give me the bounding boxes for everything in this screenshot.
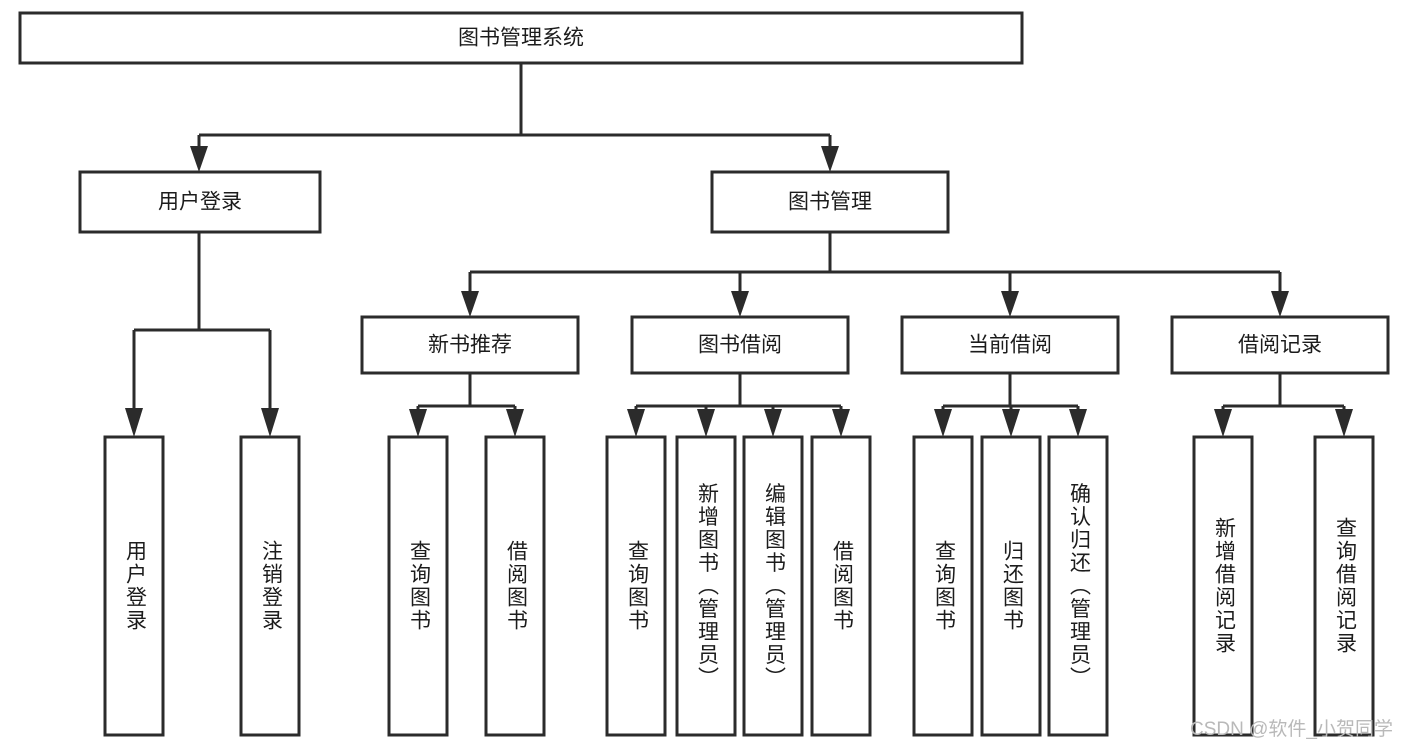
node-book-management-box xyxy=(710,170,950,234)
node-borrow-record[interactable]: 借阅记录 xyxy=(1170,315,1390,375)
leaf-current-borrow-0[interactable]: 查询图书 xyxy=(912,435,974,737)
connector-group-new-book xyxy=(409,373,524,437)
node-new-book-recommend-label: 新书推荐 xyxy=(428,334,512,357)
arrow-book-mgmt-to-new-book xyxy=(461,291,479,317)
arrow-borrow-record-leaf-0 xyxy=(1214,409,1232,437)
leaf-new-book-1[interactable]: 借阅图书 xyxy=(484,435,546,737)
node-new-book-recommend[interactable]: 新书推荐 xyxy=(360,315,580,375)
arrow-book-borrow-leaf-1 xyxy=(697,409,715,437)
arrow-user-login-leaf-0 xyxy=(125,408,143,437)
arrow-current-borrow-leaf-1 xyxy=(1002,409,1020,437)
leaf-borrow-record-0[interactable]: 新增借阅记录 xyxy=(1192,435,1254,737)
node-current-borrow-label: 当前借阅 xyxy=(968,334,1052,357)
node-root-system-box xyxy=(18,11,1024,65)
arrow-current-borrow-leaf-2 xyxy=(1069,409,1087,437)
connector-group-current-borrow xyxy=(934,373,1087,437)
leaf-user-login-1[interactable]: 注销登录 xyxy=(239,435,301,737)
leaf-book-borrow-2-label: 编辑图书（管理员） xyxy=(762,483,786,690)
arrow-book-borrow-leaf-3 xyxy=(832,409,850,437)
leaf-book-borrow-0-box xyxy=(605,435,667,737)
arrow-new-book-leaf-0 xyxy=(409,409,427,437)
leaf-new-book-0-box xyxy=(387,435,449,737)
node-book-management-label: 图书管理 xyxy=(788,191,872,214)
node-user-login[interactable]: 用户登录 xyxy=(78,170,322,234)
leaf-borrow-record-1-box xyxy=(1313,435,1375,737)
connector-group-root xyxy=(190,63,839,172)
leaf-current-borrow-2-label: 确认归还（管理员） xyxy=(1067,483,1091,690)
leaf-new-book-1-label: 借阅图书 xyxy=(504,540,528,632)
connector-group-book-mgmt xyxy=(461,232,1289,317)
leaf-current-borrow-2[interactable]: 确认归还（管理员） xyxy=(1047,435,1109,737)
node-borrow-record-label: 借阅记录 xyxy=(1238,334,1322,357)
connector-group-user-login xyxy=(125,232,279,437)
leaf-current-borrow-1-box xyxy=(980,435,1042,737)
leaf-borrow-record-0-label: 新增借阅记录 xyxy=(1212,517,1236,655)
node-borrow-record-box xyxy=(1170,315,1390,375)
leaf-book-borrow-1-box xyxy=(675,435,737,737)
node-book-borrow-label: 图书借阅 xyxy=(698,334,782,357)
node-user-login-label: 用户登录 xyxy=(158,191,242,214)
node-current-borrow[interactable]: 当前借阅 xyxy=(900,315,1120,375)
leaf-current-borrow-2-box xyxy=(1047,435,1109,737)
leaf-book-borrow-0[interactable]: 查询图书 xyxy=(605,435,667,737)
leaf-current-borrow-1[interactable]: 归还图书 xyxy=(980,435,1042,737)
leaf-user-login-0-box xyxy=(103,435,165,737)
node-book-borrow[interactable]: 图书借阅 xyxy=(630,315,850,375)
arrow-current-borrow-leaf-0 xyxy=(934,409,952,437)
node-root-system[interactable]: 图书管理系统 xyxy=(18,11,1024,65)
node-root-system-label: 图书管理系统 xyxy=(458,27,584,50)
connector-group-borrow-record xyxy=(1214,373,1353,437)
node-book-management[interactable]: 图书管理 xyxy=(710,170,950,234)
leaf-book-borrow-3[interactable]: 借阅图书 xyxy=(810,435,872,737)
leaf-book-borrow-2[interactable]: 编辑图书（管理员） xyxy=(742,435,804,737)
leaf-new-book-0-label: 查询图书 xyxy=(407,540,431,632)
node-current-borrow-box xyxy=(900,315,1120,375)
arrow-root-to-book-mgmt xyxy=(821,146,839,172)
node-new-book-recommend-box xyxy=(360,315,580,375)
leaf-user-login-1-box xyxy=(239,435,301,737)
arrow-root-to-user-login xyxy=(190,146,208,172)
arrow-user-login-leaf-1 xyxy=(261,408,279,437)
csdn-watermark: CSDN @软件_小贺同学 xyxy=(1190,719,1393,740)
leaf-current-borrow-1-label: 归还图书 xyxy=(1000,540,1024,632)
arrow-book-borrow-leaf-2 xyxy=(764,409,782,437)
leaf-user-login-1-label: 注销登录 xyxy=(259,540,283,632)
leaf-borrow-record-0-box xyxy=(1192,435,1254,737)
arrow-book-mgmt-to-record xyxy=(1271,291,1289,317)
leaf-borrow-record-1-label: 查询借阅记录 xyxy=(1333,517,1357,655)
leaf-book-borrow-2-box xyxy=(742,435,804,737)
arrow-book-mgmt-to-borrow xyxy=(731,291,749,317)
node-book-borrow-box xyxy=(630,315,850,375)
leaf-book-borrow-1[interactable]: 新增图书（管理员） xyxy=(675,435,737,737)
leaf-book-borrow-1-label: 新增图书（管理员） xyxy=(695,483,719,690)
leaf-user-login-0-label: 用户登录 xyxy=(123,540,147,632)
arrow-book-borrow-leaf-0 xyxy=(627,409,645,437)
leaf-current-borrow-0-label: 查询图书 xyxy=(932,540,956,632)
leaf-book-borrow-3-label: 借阅图书 xyxy=(830,540,854,632)
leaf-current-borrow-0-box xyxy=(912,435,974,737)
leaf-book-borrow-3-box xyxy=(810,435,872,737)
leaf-borrow-record-1[interactable]: 查询借阅记录 xyxy=(1313,435,1375,737)
connector-group-book-borrow xyxy=(627,373,850,437)
arrow-new-book-leaf-1 xyxy=(506,409,524,437)
leaf-new-book-0[interactable]: 查询图书 xyxy=(387,435,449,737)
leaf-new-book-1-box xyxy=(484,435,546,737)
leaf-book-borrow-0-label: 查询图书 xyxy=(625,540,649,632)
leaf-user-login-0[interactable]: 用户登录 xyxy=(103,435,165,737)
arrow-book-mgmt-to-current xyxy=(1001,291,1019,317)
node-user-login-box xyxy=(78,170,322,234)
arrow-borrow-record-leaf-1 xyxy=(1335,409,1353,437)
